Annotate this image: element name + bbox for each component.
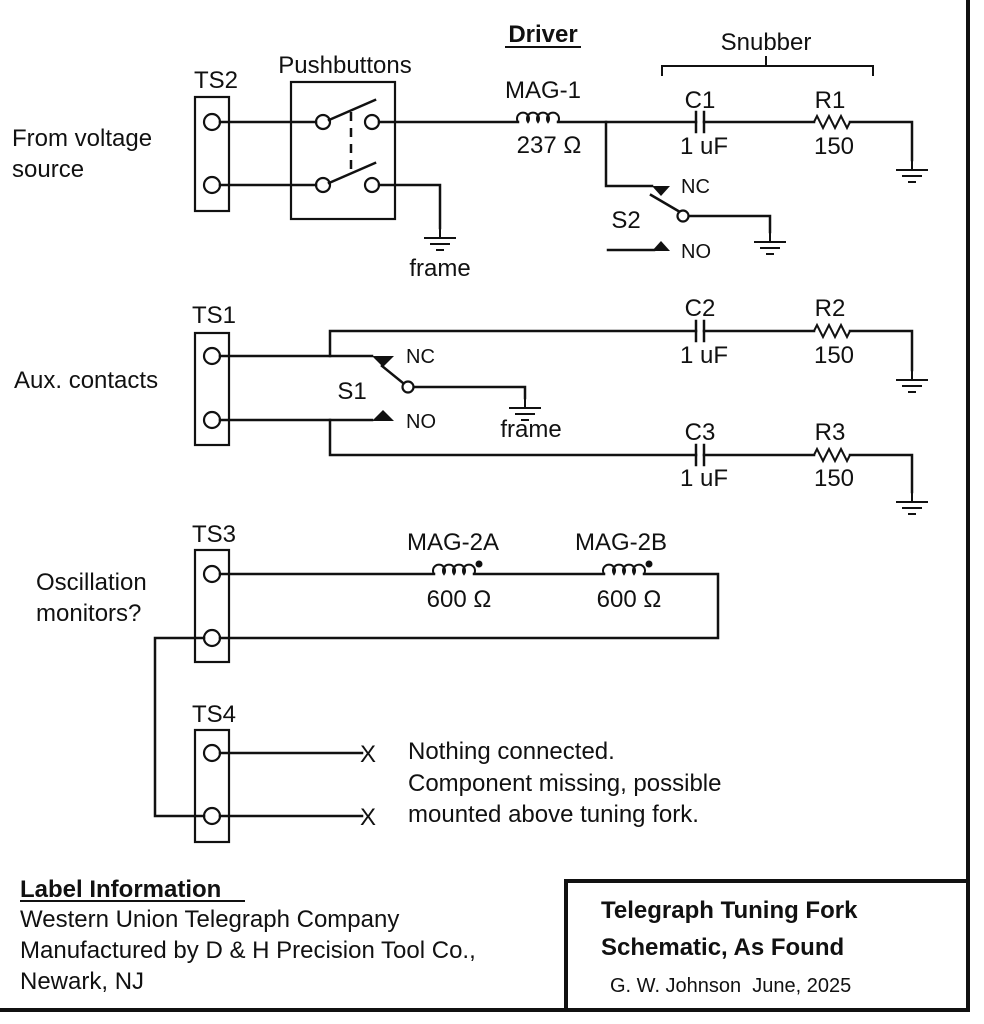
aux-contacts-label: Aux. contacts xyxy=(14,367,158,394)
driver-heading: Driver xyxy=(508,21,577,48)
s2-nc-contact xyxy=(652,186,670,196)
s1-common-terminal xyxy=(401,380,415,394)
c2-value: 1 uF xyxy=(680,342,728,369)
pushbuttons-label: Pushbuttons xyxy=(278,52,411,79)
oscillation-monitors-label-2: monitors? xyxy=(36,600,141,627)
c1-label: C1 xyxy=(685,87,716,114)
s1-nc-contact xyxy=(372,356,394,367)
s2-no-label: NO xyxy=(681,241,711,263)
ts4-label: TS4 xyxy=(192,701,236,728)
r3-resistor xyxy=(813,448,851,462)
mag2b-value: 600 Ω xyxy=(597,586,662,613)
terminal-strip-ts4: TS4 xyxy=(192,701,236,844)
label-info-line-3: Newark, NJ xyxy=(20,968,144,995)
mag2a-value: 600 Ω xyxy=(427,586,492,613)
ts3-label: TS3 xyxy=(192,521,236,548)
r2-resistor xyxy=(813,324,851,338)
frame-label-aux: frame xyxy=(500,416,561,443)
ts2-label: TS2 xyxy=(194,67,238,94)
c2-label: C2 xyxy=(685,295,716,322)
title-block: Telegraph Tuning Fork Schematic, As Foun… xyxy=(564,879,970,1012)
title-line-2: Schematic, As Found xyxy=(601,934,844,961)
mag2a-label: MAG-2A xyxy=(407,529,499,556)
s1-label: S1 xyxy=(337,378,366,405)
label-info-line-2: Manufactured by D & H Precision Tool Co.… xyxy=(20,937,476,964)
mag2a-coil xyxy=(432,563,476,576)
mag2b-label: MAG-2B xyxy=(575,529,667,556)
ts4-note-line-1: Nothing connected. xyxy=(408,738,615,765)
r1-value: 150 xyxy=(814,133,854,160)
r1-resistor xyxy=(813,115,851,129)
mag1-label: MAG-1 xyxy=(505,77,581,104)
ts4-open-mark-1: X xyxy=(360,741,376,768)
r3-value: 150 xyxy=(814,465,854,492)
r2-ground-symbol xyxy=(895,369,929,393)
ts1-label: TS1 xyxy=(192,302,236,329)
title-line-1: Telegraph Tuning Fork xyxy=(601,897,858,924)
s2-label: S2 xyxy=(611,207,640,234)
from-voltage-source-label-2: source xyxy=(12,156,84,183)
frame-label-top: frame xyxy=(409,255,470,282)
c3-value: 1 uF xyxy=(680,465,728,492)
s2-ground-symbol xyxy=(753,231,787,255)
s1-no-contact xyxy=(372,410,394,421)
from-voltage-source-label: From voltage xyxy=(12,125,152,152)
mag2a-polarity-dot xyxy=(475,560,483,568)
r3-ground-symbol xyxy=(895,491,929,515)
frame-ground-symbol xyxy=(423,227,457,251)
label-info-line-1: Western Union Telegraph Company xyxy=(20,906,399,933)
terminal-strip-ts1: TS1 xyxy=(192,302,236,447)
terminal-strip-ts2: TS2 xyxy=(193,67,238,213)
title-author: G. W. Johnson June, 2025 xyxy=(610,975,851,997)
oscillation-monitors-label: Oscillation xyxy=(36,569,147,596)
s2-common-terminal xyxy=(676,209,690,223)
terminal-strip-ts3: TS3 xyxy=(192,521,236,664)
mag2b-polarity-dot xyxy=(645,560,653,568)
s1-nc-label: NC xyxy=(406,346,435,368)
pushbuttons-switch xyxy=(289,80,397,221)
r3-label: R3 xyxy=(815,419,846,446)
c3-label: C3 xyxy=(685,419,716,446)
ts4-note-line-3: mounted above tuning fork. xyxy=(408,801,699,828)
ts4-note-line-2: Component missing, possible xyxy=(408,770,722,797)
r1-ground-symbol xyxy=(895,159,929,183)
snubber-bracket: Snubber xyxy=(661,29,874,76)
s2-no-contact xyxy=(652,241,670,251)
r1-label: R1 xyxy=(815,87,846,114)
ts4-open-mark-2: X xyxy=(360,804,376,831)
mag1-value: 237 Ω xyxy=(517,132,582,159)
c1-value: 1 uF xyxy=(680,133,728,160)
mag2b-coil xyxy=(602,563,646,576)
snubber-label: Snubber xyxy=(721,29,812,56)
s2-nc-label: NC xyxy=(681,176,710,198)
r2-value: 150 xyxy=(814,342,854,369)
label-info-heading: Label Information xyxy=(20,876,221,903)
s1-no-label: NO xyxy=(406,411,436,433)
r2-label: R2 xyxy=(815,295,846,322)
mag1-coil xyxy=(516,111,560,124)
